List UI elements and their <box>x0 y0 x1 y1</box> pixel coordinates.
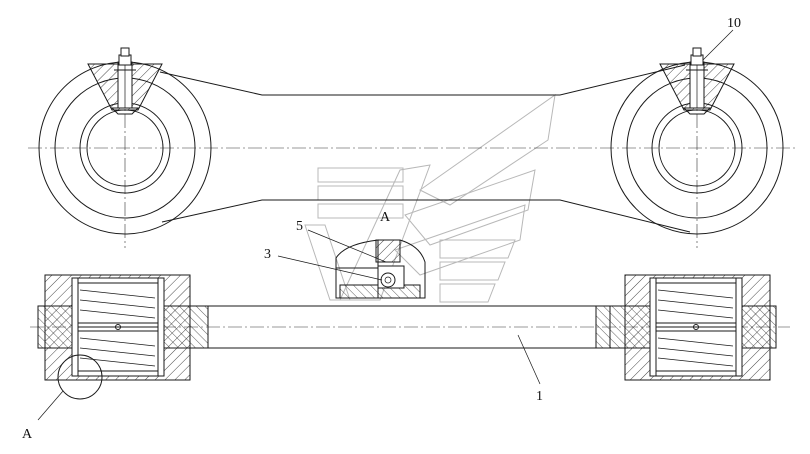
left-bearing-housing <box>37 274 209 381</box>
leader-5 <box>307 229 387 263</box>
arm-upper-edge <box>159 64 686 96</box>
label-part-10: 10 <box>727 16 741 31</box>
label-part-5: 5 <box>296 219 303 234</box>
detail-a-circle <box>57 354 103 400</box>
leader-10 <box>702 29 734 61</box>
right-roller-bearing <box>650 282 742 372</box>
left-roller-bearing <box>72 282 164 372</box>
right-bearing-housing <box>595 274 777 381</box>
leader-1 <box>517 334 541 385</box>
label-part-1: 1 <box>536 389 543 404</box>
label-detail-a: A <box>22 427 33 442</box>
label-section-a: A <box>380 210 391 225</box>
label-part-3: 3 <box>264 247 271 262</box>
arm-lower-edge <box>161 199 691 233</box>
right-eye <box>610 47 784 235</box>
arm-top-view <box>28 29 795 248</box>
leader-3 <box>277 255 383 281</box>
leader-detail-a <box>37 390 64 421</box>
left-eye <box>38 47 212 235</box>
shaft-bottom-view <box>30 274 790 421</box>
detail-a-section <box>277 229 426 299</box>
